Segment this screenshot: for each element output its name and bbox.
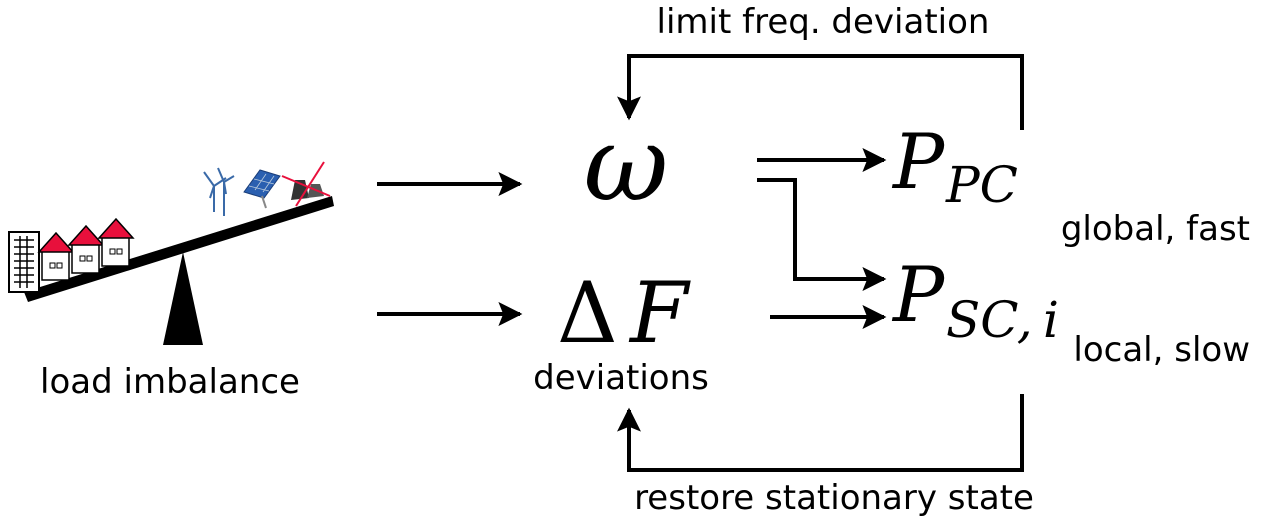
house-icon: [37, 231, 75, 281]
seesaw-icon: [24, 196, 334, 345]
deviations-label: deviations: [533, 358, 709, 398]
omega-symbol: ω: [584, 103, 669, 225]
SC-subscript: SC,: [946, 291, 1033, 349]
i-subscript: i: [1043, 291, 1059, 349]
F-symbol: F: [628, 264, 691, 362]
seesaw-beam: [24, 196, 334, 302]
P-letter: P: [891, 117, 946, 206]
wind-turbine-icon: [203, 167, 235, 216]
arrow-omega-to-PSC: [757, 178, 887, 291]
P-PC-symbol: P PC: [891, 117, 1018, 214]
P-letter: P: [891, 250, 946, 339]
delta-symbol: Δ: [557, 264, 618, 362]
local-slow-label: local, slow: [1073, 330, 1250, 370]
skyscraper-icon: [8, 231, 40, 293]
feedback-arrow-bottom: [617, 394, 1024, 472]
solar-panel-icon: [243, 169, 281, 209]
P-SC-i-symbol: P SC, i: [891, 250, 1059, 349]
global-fast-label: global, fast: [1061, 209, 1250, 249]
feedback-arrow-top: [617, 54, 1024, 130]
delta-F-symbol: Δ F: [557, 264, 691, 362]
load-imbalance-label: load imbalance: [40, 362, 300, 402]
bottom-loop-label: restore stationary state: [634, 478, 1034, 518]
house-icon: [67, 224, 105, 274]
top-loop-label: limit freq. deviation: [657, 2, 990, 42]
house-icon: [97, 217, 135, 267]
fulcrum-icon: [163, 252, 203, 345]
PC-subscript: PC: [945, 156, 1018, 214]
power-plant-icon: [281, 161, 331, 207]
